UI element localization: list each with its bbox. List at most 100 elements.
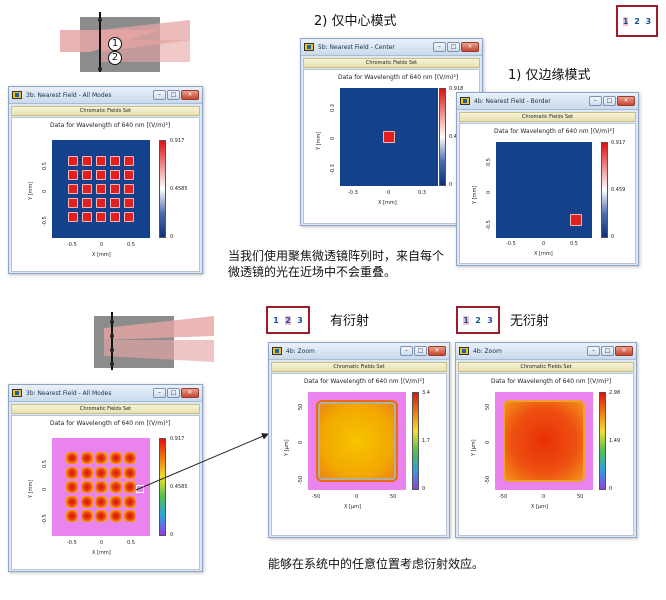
field-plot[interactable] [52,140,150,238]
lens-spot [110,198,120,208]
field-plot[interactable] [496,142,592,238]
x-axis-label: X [µm] [344,504,361,510]
mode-center-label: 2) 仅中心模式 [314,14,397,29]
mode-selector-badge-diff[interactable]: 1 2 3 [266,306,310,334]
cbar-min: 0 [170,532,174,538]
xtick: 0 [355,494,359,500]
ytick: -50 [485,475,491,484]
field-plot[interactable] [495,392,593,490]
field-plot[interactable] [340,88,438,186]
close-button[interactable]: × [617,96,635,106]
xtick: -0.5 [67,242,77,248]
window-border[interactable]: 4b: Nearest Field - Border – □ × Chromat… [456,92,639,266]
close-button[interactable]: × [181,388,199,398]
lens-spot [68,198,78,208]
xtick: 0.5 [127,540,135,546]
maximize-button[interactable]: □ [603,96,616,106]
y-axis-label: Y [mm] [28,479,34,498]
mode-1-icon[interactable]: 1 [463,315,469,325]
lens-spot [124,212,134,222]
field-plot[interactable] [308,392,406,490]
xtick: 0 [542,241,546,247]
app-icon [460,97,470,105]
window-center[interactable]: 5b: Nearest Field - Center – □ × Chromat… [300,38,483,226]
maximize-button[interactable]: □ [414,346,427,356]
ytick: 0 [486,190,492,194]
maximize-button[interactable]: □ [167,90,180,100]
mode-2-icon[interactable]: 2 [634,16,640,26]
minimize-button[interactable]: – [153,90,166,100]
minimize-button[interactable]: – [587,346,600,356]
mode-3-icon[interactable]: 3 [297,315,303,325]
xtick: 0 [387,190,391,196]
minimize-button[interactable]: – [589,96,602,106]
lens-spot [82,156,92,166]
zoom-region-marker[interactable] [136,485,144,493]
xtick: -0.3 [348,190,358,196]
minimize-button[interactable]: – [153,388,166,398]
lens-spot [96,212,106,222]
zoomed-lens-spot [503,400,585,482]
lens-spot [109,466,122,479]
lens-spot [109,481,122,493]
lens-spot [68,184,78,194]
minimize-button[interactable]: – [433,42,446,52]
window-all-modes-bottom[interactable]: 3b: Nearest Field - All Modes – □ × Chro… [8,384,203,572]
chromatic-fields-menu[interactable]: Chromatic Fields Set [458,362,634,372]
titlebar[interactable]: 3b: Nearest Field - All Modes – □ × [9,385,202,402]
xtick: -50 [499,494,508,500]
field-plot[interactable] [52,438,150,536]
lens-spot [110,212,120,222]
mode-2-icon[interactable]: 2 [285,315,291,325]
maximize-button[interactable]: □ [167,388,180,398]
mode-selector-badge-top[interactable]: 1 2 3 [616,5,658,37]
ytick: -0.5 [42,514,48,524]
plot-title: Data for Wavelength of 640 nm [(V/m)²] [50,420,171,427]
app-icon [12,91,22,99]
window-zoom-diffraction[interactable]: 4b: Zoom – □ × Chromatic Fields Set Data… [268,342,450,538]
close-button[interactable]: × [181,90,199,100]
chromatic-fields-menu[interactable]: Chromatic Fields Set [271,362,447,372]
marker-2: 2 [108,51,122,65]
xtick: 50 [577,494,584,500]
ytick: 0 [298,440,304,444]
chromatic-fields-menu[interactable]: Chromatic Fields Set [303,58,480,68]
xtick: 0.3 [418,190,426,196]
titlebar[interactable]: 3b: Nearest Field - All Modes – □ × [9,87,202,104]
chromatic-fields-menu[interactable]: Chromatic Fields Set [11,106,200,116]
lens-spot [82,170,92,180]
plot-pane: Data for Wavelength of 640 nm [(V/m)²] 2… [458,373,634,536]
maximize-button[interactable]: □ [447,42,460,52]
lens-spot [124,481,136,493]
titlebar[interactable]: 4b: Nearest Field - Border – □ × [457,93,638,110]
plot-title: Data for Wavelength of 640 nm [(V/m)²] [50,122,171,129]
chromatic-fields-menu[interactable]: Chromatic Fields Set [11,404,200,414]
window-all-modes-top[interactable]: 3b: Nearest Field - All Modes – □ × Chro… [8,86,203,274]
maximize-button[interactable]: □ [601,346,614,356]
window-zoom-no-diffraction[interactable]: 4b: Zoom – □ × Chromatic Fields Set Data… [455,342,637,538]
mode-selector-badge-nodiff[interactable]: 1 2 3 [456,306,500,334]
y-axis-label: Y [mm] [28,181,34,200]
colorbar [601,142,608,238]
colorbar [159,438,166,536]
close-button[interactable]: × [428,346,446,356]
minimize-button[interactable]: – [400,346,413,356]
close-button[interactable]: × [461,42,479,52]
ytick: 0 [42,487,48,491]
titlebar[interactable]: 4b: Zoom – □ × [269,343,449,360]
mode-2-icon[interactable]: 2 [475,315,481,325]
lens-spot [68,212,78,222]
window-title: 4b: Zoom [286,347,315,355]
mode-3-icon[interactable]: 3 [487,315,493,325]
close-button[interactable]: × [615,346,633,356]
ytick: 0 [330,136,336,140]
mode-1-icon[interactable]: 1 [622,16,629,26]
titlebar[interactable]: 5b: Nearest Field - Center – □ × [301,39,482,56]
lens-array-schematic-bottom [94,312,214,370]
mode-1-icon[interactable]: 1 [273,315,279,325]
chromatic-fields-menu[interactable]: Chromatic Fields Set [459,112,636,122]
cbar-mid: 0.4585 [170,484,188,490]
mode-3-icon[interactable]: 3 [645,16,652,26]
lens-spot [80,452,93,464]
titlebar[interactable]: 4b: Zoom – □ × [456,343,636,360]
